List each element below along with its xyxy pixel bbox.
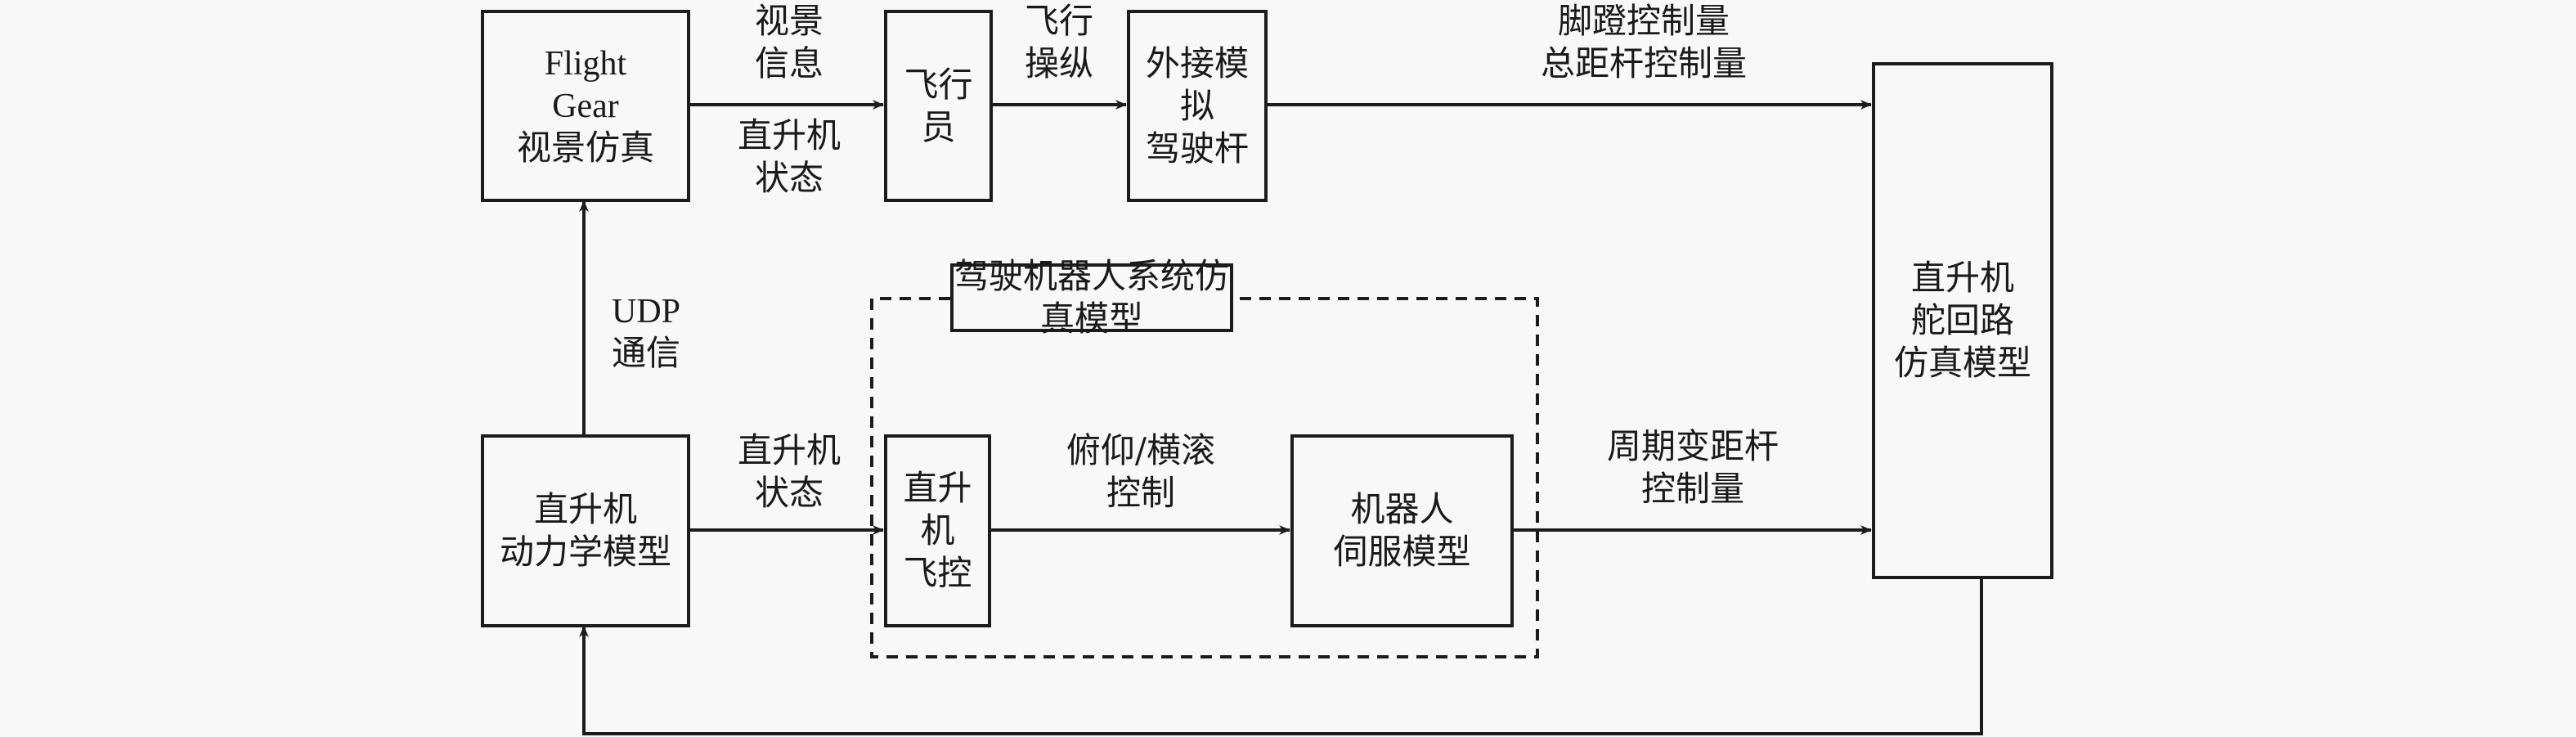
robot-servo-label: 机器人 伺服模型 [1333, 489, 1471, 572]
pilot-block[interactable]: 飞行员 [884, 10, 993, 202]
flightgear-visual-label: Flight Gear 视景仿真 [516, 44, 654, 168]
dynamics-label: 直升机 动力学模型 [499, 489, 671, 572]
external-stick-label: 外接模拟 驾驶杆 [1145, 43, 1249, 169]
servo-loop-label: 直升机 舵回路 仿真模型 [1893, 258, 2031, 383]
label-pitch-roll: 俯仰/横滚 控制 [1066, 430, 1216, 513]
flight-control-block[interactable]: 直升机 飞控 [884, 434, 991, 627]
robot-system-title-box: 驾驶机器人系统仿真模型 [950, 256, 1233, 339]
robot-system-title: 驾驶机器人系统仿真模型 [954, 256, 1229, 339]
robot-system-group-boundary [870, 297, 1539, 658]
label-visual-info: 视景 信息 [754, 1, 824, 83]
label-flight-operation: 飞行 操纵 [1024, 1, 1093, 83]
arrow-servo-loop-feedback-to-dynamics [579, 577, 1983, 735]
label-heli-state-bottom: 直升机 状态 [737, 430, 841, 513]
label-pedal-collective: 脚蹬控制量 总距杆控制量 [1540, 1, 1747, 83]
servo-loop-block[interactable]: 直升机 舵回路 仿真模型 [1872, 62, 2053, 579]
pilot-label: 飞行员 [904, 64, 973, 147]
external-stick-block[interactable]: 外接模拟 驾驶杆 [1127, 10, 1268, 202]
flight-control-label: 直升机 飞控 [903, 468, 972, 593]
label-udp: UDP 通信 [611, 293, 681, 373]
label-cyclic: 周期变距杆 控制量 [1606, 426, 1779, 509]
flightgear-visual-block[interactable]: Flight Gear 视景仿真 [481, 10, 690, 202]
label-heli-state-top: 直升机 状态 [737, 115, 841, 198]
robot-servo-block[interactable]: 机器人 伺服模型 [1290, 434, 1514, 627]
dynamics-block[interactable]: 直升机 动力学模型 [481, 434, 690, 627]
